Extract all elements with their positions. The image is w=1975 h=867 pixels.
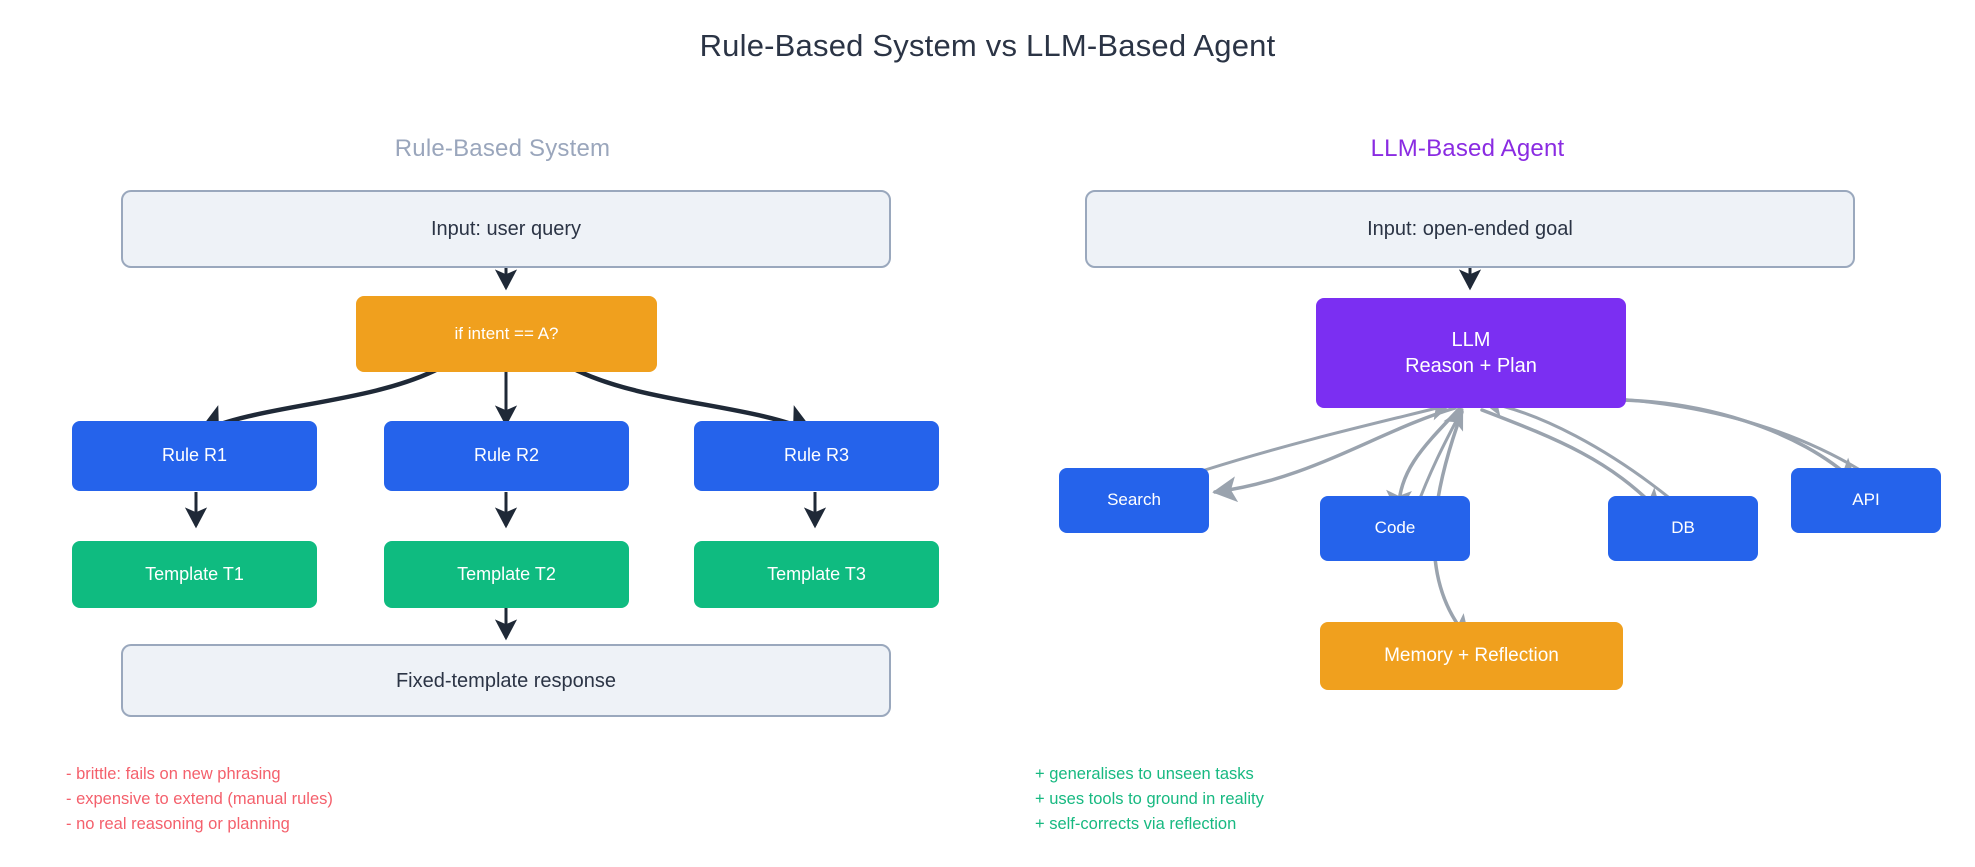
- node-template-t3[interactable]: Template T3: [694, 541, 939, 608]
- edge-search-to-llm: [1203, 398, 1452, 472]
- node-tool-api[interactable]: API: [1791, 468, 1941, 533]
- left-note-3: - no real reasoning or planning: [66, 815, 290, 833]
- node-template-t1[interactable]: Template T1: [72, 541, 317, 608]
- node-rule-r1[interactable]: Rule R1: [72, 421, 317, 491]
- node-llm-reason-plan[interactable]: LLM Reason + Plan: [1316, 298, 1626, 408]
- right-note-2: + uses tools to ground in reality: [1035, 790, 1264, 808]
- right-panel-heading: LLM-Based Agent: [1370, 135, 1565, 162]
- left-note-1: - brittle: fails on new phrasing: [66, 765, 281, 783]
- node-tool-code[interactable]: Code: [1320, 496, 1470, 561]
- node-rule-r3[interactable]: Rule R3: [694, 421, 939, 491]
- node-input-user-query[interactable]: Input: user query: [121, 190, 891, 268]
- left-panel-notes: - brittle: fails on new phrasing - expen…: [66, 762, 333, 837]
- node-decision-if-intent[interactable]: if intent == A?: [356, 296, 657, 372]
- edge-llm-to-search: [1212, 406, 1457, 503]
- llm-label-line-1: LLM: [1451, 329, 1491, 351]
- right-note-3: + self-corrects via reflection: [1035, 815, 1237, 833]
- left-panel-heading: Rule-Based System: [394, 135, 611, 162]
- edge-db-to-llm: [1481, 394, 1674, 502]
- node-fixed-template-response[interactable]: Fixed-template response: [121, 644, 891, 717]
- right-panel-notes: + generalises to unseen tasks + uses too…: [1035, 762, 1264, 837]
- node-rule-r2[interactable]: Rule R2: [384, 421, 629, 491]
- node-tool-db[interactable]: DB: [1608, 496, 1758, 561]
- node-memory-reflection[interactable]: Memory + Reflection: [1320, 622, 1623, 690]
- page-title: Rule-Based System vs LLM-Based Agent: [699, 28, 1276, 63]
- right-note-1: + generalises to unseen tasks: [1035, 765, 1254, 783]
- node-input-open-ended-goal[interactable]: Input: open-ended goal: [1085, 190, 1855, 268]
- node-template-t2[interactable]: Template T2: [384, 541, 629, 608]
- llm-label-line-2: Reason + Plan: [1405, 355, 1537, 377]
- node-tool-search[interactable]: Search: [1059, 468, 1209, 533]
- left-note-2: - expensive to extend (manual rules): [66, 790, 333, 808]
